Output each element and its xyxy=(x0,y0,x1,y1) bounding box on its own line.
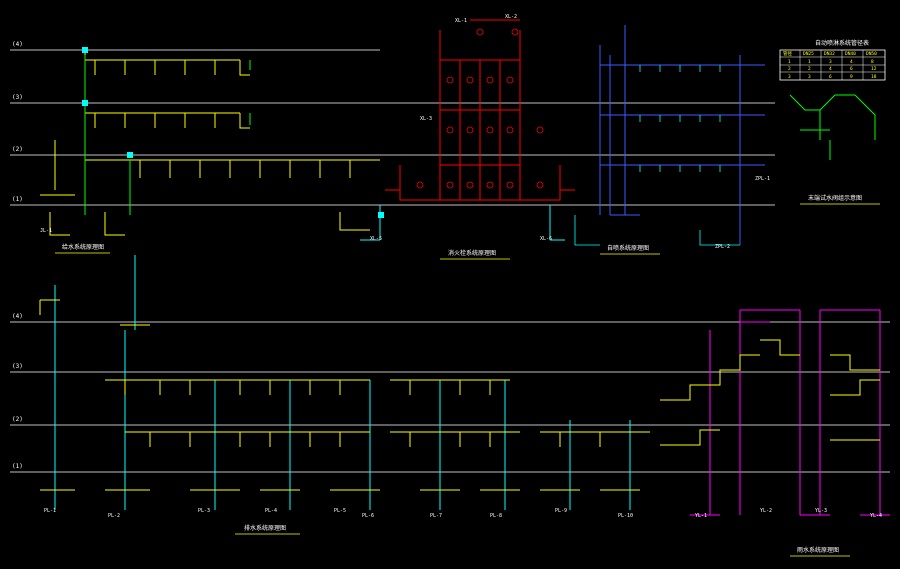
fire-hydrant-circles xyxy=(416,28,544,189)
bottom-floor-lines xyxy=(10,321,890,473)
riser-tag: ZPL-1 xyxy=(755,176,770,182)
riser-tag: XL-6 xyxy=(540,236,552,242)
valve-marker xyxy=(82,47,88,53)
level-label: (4) xyxy=(12,313,23,320)
riser-tag: PL-6 xyxy=(362,513,374,519)
riser-tag: PL-3 xyxy=(198,508,210,514)
title-fire-hydrant: 消火栓系统原理图 xyxy=(448,249,496,257)
water-supply-green xyxy=(84,55,251,215)
riser-tag: XL-3 xyxy=(420,116,432,122)
table-cell: 6 xyxy=(850,66,853,72)
level-label: (1) xyxy=(12,463,23,470)
riser-tag: PL-8 xyxy=(490,513,502,519)
drainage-risers xyxy=(54,255,631,510)
table-cell: 6 xyxy=(829,74,832,80)
table-header: DN50 xyxy=(866,51,877,57)
level-label: (2) xyxy=(12,416,23,423)
top-floor-lines xyxy=(10,49,775,206)
pipe-size-table: 自动喷淋系统管径表 管径 DN25 DN32 DN40 DN50 1 1 3 4… xyxy=(779,39,886,81)
valve-detail xyxy=(789,94,876,160)
valve-marker xyxy=(82,100,88,106)
table-cell: 4 xyxy=(850,59,853,65)
sprinkler-heads xyxy=(574,65,740,246)
riser-tag: YL-3 xyxy=(815,508,827,514)
riser-tag: YL-4 xyxy=(870,513,882,519)
title-sprinkler: 自喷系统原理图 xyxy=(607,244,649,252)
rainwater-steps xyxy=(660,339,880,446)
valve-marker xyxy=(378,212,384,218)
table-cell: 8 xyxy=(871,59,874,65)
riser-tag: PL-4 xyxy=(265,508,277,514)
table-cell: 18 xyxy=(871,74,877,80)
table-cell: 12 xyxy=(871,66,877,72)
fire-hydrant-risers-cyan xyxy=(360,205,565,241)
riser-tag: XL-5 xyxy=(370,236,382,242)
riser-tag: ZPL-2 xyxy=(715,244,730,250)
title-drainage: 排水系统原理图 xyxy=(244,524,286,532)
title-valve-detail: 末端试水阀组示意图 xyxy=(808,194,862,202)
riser-tag: XL-1 xyxy=(455,18,467,24)
table-header: 管径 xyxy=(783,50,792,57)
bottom-level-labels: (4) (3) (2) (1) xyxy=(12,313,23,470)
table-cell: 4 xyxy=(829,66,832,72)
top-riser-tags: XL-1 XL-2 XL-3 XL-5 XL-6 ZPL-1 ZPL-2 JL-… xyxy=(40,14,770,250)
table-cell: 2 xyxy=(788,66,791,72)
riser-tag: PL-9 xyxy=(555,508,567,514)
table-cell: 3 xyxy=(829,59,832,65)
riser-tag: PL-5 xyxy=(334,508,346,514)
table-header: DN32 xyxy=(824,51,835,57)
riser-tag: YL-2 xyxy=(760,508,772,514)
level-label: (1) xyxy=(12,196,23,203)
fire-hydrant-system xyxy=(385,19,575,201)
level-label: (2) xyxy=(12,146,23,153)
riser-tag: PL-1 xyxy=(44,508,56,514)
level-label: (3) xyxy=(12,363,23,370)
table-cell: 3 xyxy=(808,74,811,80)
bottom-riser-tags: PL-1 PL-2 PL-3 PL-4 PL-5 PL-6 PL-7 PL-8 … xyxy=(44,508,882,519)
rainwater-system xyxy=(690,309,890,516)
riser-tag: PL-10 xyxy=(618,513,633,519)
table-header: DN25 xyxy=(803,51,814,57)
water-supply-cyan-markers xyxy=(82,47,384,218)
valve-marker xyxy=(127,152,133,158)
riser-tag: YL-1 xyxy=(695,513,707,519)
water-supply-system xyxy=(40,50,380,236)
riser-tag: PL-2 xyxy=(108,513,120,519)
top-level-labels: (4) (3) (2) (1) xyxy=(12,41,23,203)
title-rainwater: 雨水系统原理图 xyxy=(797,546,839,554)
riser-tag: XL-2 xyxy=(505,14,517,20)
level-label: (3) xyxy=(12,94,23,101)
table-cell: 3 xyxy=(788,74,791,80)
table-title: 自动喷淋系统管径表 xyxy=(815,39,869,47)
sprinkler-system xyxy=(599,25,765,245)
level-label: (4) xyxy=(12,41,23,48)
table-cell: 1 xyxy=(808,59,811,65)
title-water-supply: 给水系统原理图 xyxy=(62,243,104,251)
table-header: DN40 xyxy=(845,51,856,57)
riser-tag: PL-7 xyxy=(430,513,442,519)
table-cell: 9 xyxy=(850,74,853,80)
drainage-branches xyxy=(39,299,650,491)
table-cell: 2 xyxy=(808,66,811,72)
riser-tag: JL-1 xyxy=(40,228,52,234)
table-cell: 1 xyxy=(788,59,791,65)
